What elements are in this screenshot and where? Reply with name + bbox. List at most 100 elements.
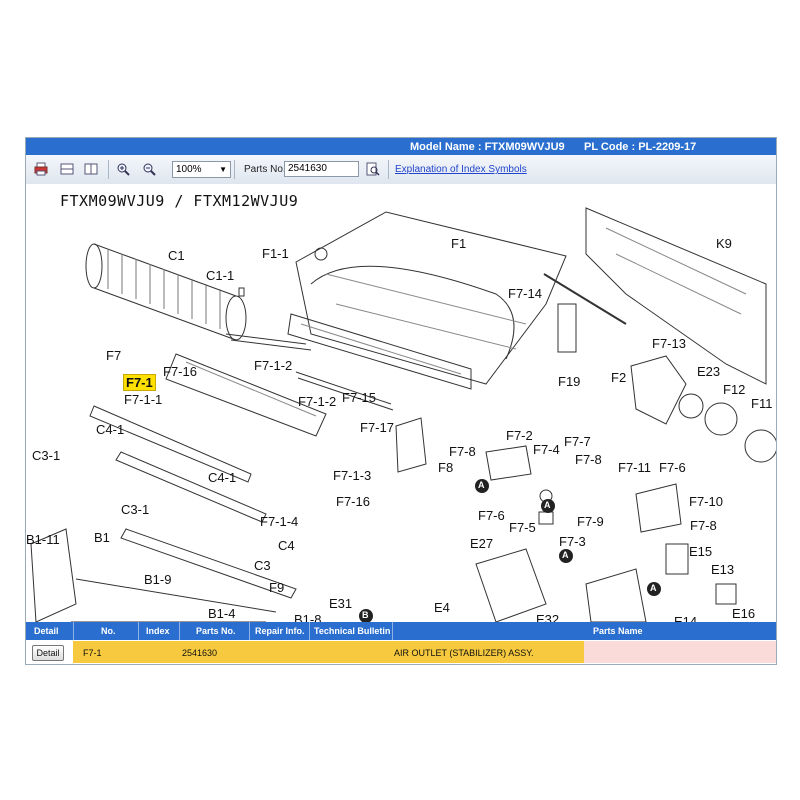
part-label: C1-1 <box>206 268 235 283</box>
parts-table-header: Detail No. Index Parts No. Repair Info. … <box>26 622 776 640</box>
col-index: Index <box>146 626 170 636</box>
col-divider <box>392 622 393 640</box>
print-icon[interactable] <box>32 161 50 177</box>
callout-a-icon <box>647 582 661 596</box>
part-label: F7-15 <box>342 390 376 405</box>
part-label: F7-7 <box>564 434 591 449</box>
filter-strip <box>115 451 267 523</box>
louver-motor <box>485 445 532 481</box>
row-parts-no: 2541630 <box>182 648 218 658</box>
callout-a-label: A <box>650 583 657 593</box>
table-row[interactable]: Detail F7-1 2541630 AIR OUTLET (STABILIZ… <box>26 641 776 663</box>
sensor-part <box>715 583 737 605</box>
part-label: E27 <box>470 536 494 551</box>
row-parts-name: AIR OUTLET (STABILIZER) ASSY. <box>394 648 534 658</box>
part-label: F7-1-2 <box>298 394 337 409</box>
part-label: F7 <box>106 348 122 363</box>
bracket-part <box>538 511 554 525</box>
fan-guard <box>744 429 776 463</box>
layout-horizontal-icon[interactable] <box>58 161 76 177</box>
part-label: B1 <box>94 530 110 545</box>
mounting-plate <box>585 207 767 385</box>
parts-viewer-window: Model Name : FTXM09WVJU9 PL Code : PL-22… <box>25 137 777 665</box>
stabilizer-assembly <box>165 353 327 437</box>
control-box <box>475 548 547 622</box>
layout-vertical-icon[interactable] <box>82 161 100 177</box>
part-label: F7-6 <box>659 460 686 475</box>
chevron-down-icon: ▼ <box>219 165 227 174</box>
part-label: F7-5 <box>509 520 536 535</box>
drawing-canvas <box>30 207 776 622</box>
part-label: C3-1 <box>32 448 61 463</box>
air-outlet-assembly <box>287 313 472 390</box>
row-no: F7-1 <box>83 648 102 658</box>
part-label: E15 <box>689 544 713 559</box>
detail-button[interactable]: Detail <box>32 645 64 661</box>
col-divider <box>138 622 139 640</box>
part-label: C3-1 <box>121 502 150 517</box>
part-label: B1-4 <box>208 606 236 621</box>
part-label: F7-1-2 <box>254 358 293 373</box>
part-label: F7-1-1 <box>124 392 163 407</box>
col-divider <box>249 622 250 640</box>
toolbar-separator <box>388 160 389 179</box>
part-label: E23 <box>697 364 721 379</box>
motor-housing <box>630 355 687 425</box>
col-repair-info: Repair Info. <box>255 626 305 636</box>
part-label: C4-1 <box>208 470 237 485</box>
part-label: F8 <box>438 460 454 475</box>
box-part <box>395 417 427 473</box>
part-label: F7-16 <box>163 364 197 379</box>
col-detail: Detail <box>34 626 59 636</box>
zoom-out-icon[interactable] <box>140 161 158 177</box>
part-label: E31 <box>329 596 353 611</box>
toolbar: 100% ▼ Parts No. 2541630 Explanation of … <box>26 155 776 185</box>
pl-code: PL Code : PL-2209-17 <box>584 141 697 153</box>
pcb-part <box>585 568 647 622</box>
part-label: C3 <box>254 558 271 573</box>
part-label: B1-11 <box>26 532 60 547</box>
side-frame <box>30 528 77 622</box>
part-label: B1-8 <box>294 612 322 622</box>
part-label: F7-8 <box>575 452 602 467</box>
part-label: F12 <box>723 382 746 397</box>
part-label: F7-17 <box>360 420 394 435</box>
explanation-link[interactable]: Explanation of Index Symbols <box>395 164 527 175</box>
page-title: FTXM09WVJU9 / FTXM12WVJU9 <box>60 192 299 210</box>
part-label: F9 <box>269 580 285 595</box>
zoom-select[interactable]: 100% ▼ <box>172 161 231 178</box>
parts-no-input[interactable]: 2541630 <box>284 161 359 177</box>
part-label: F1-1 <box>262 246 289 261</box>
part-label: F7-1-3 <box>333 468 372 483</box>
part-label: F7-6 <box>478 508 505 523</box>
part-label: E13 <box>711 562 735 577</box>
part-label: F7-8 <box>690 518 717 533</box>
col-technical-bulletin: Technical Bulletin <box>314 626 391 636</box>
part-label: F7-13 <box>652 336 686 351</box>
part-label: E4 <box>434 600 450 615</box>
callout-a-label: A <box>478 480 485 490</box>
callout-a-label: A <box>562 550 569 560</box>
col-divider <box>73 622 74 640</box>
part-label: C4-1 <box>96 422 125 437</box>
louver-part <box>295 371 394 411</box>
part-label: B1-9 <box>144 572 172 587</box>
pcb-part <box>665 543 689 575</box>
toolbar-separator <box>234 160 235 179</box>
part-label: F7-16 <box>336 494 370 509</box>
part-label: F7-11 <box>618 460 651 475</box>
part-label: F7-4 <box>533 442 560 457</box>
col-divider <box>179 622 180 640</box>
search-icon[interactable] <box>364 161 382 177</box>
part-label: F19 <box>558 374 581 389</box>
part-label: F2 <box>611 370 627 385</box>
parts-no-label: Parts No. <box>244 164 286 175</box>
part-label: F11 <box>751 396 773 411</box>
front-casing <box>295 211 567 385</box>
part-label: F7-2 <box>506 428 533 443</box>
filter-strip <box>89 405 252 483</box>
highlighted-part-label[interactable]: F7-1 <box>123 374 156 391</box>
callout-a-icon <box>559 549 573 563</box>
zoom-in-icon[interactable] <box>114 161 132 177</box>
cover-plate <box>557 303 577 353</box>
